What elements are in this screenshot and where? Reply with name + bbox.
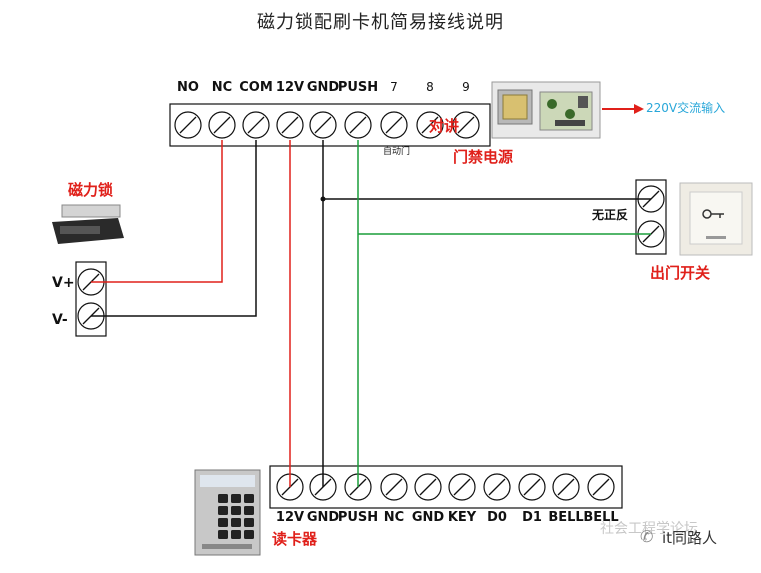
keypad-key: [244, 506, 254, 515]
screw-slot: [488, 478, 506, 496]
bottom-terminal-label: BELL: [583, 510, 619, 525]
watermark-bg: 社会工程学论坛: [600, 521, 698, 537]
bottom-terminal-label: KEY: [447, 510, 477, 525]
keypad-key: [244, 530, 254, 539]
screw-slot: [453, 478, 471, 496]
v-plus-label: V+: [52, 275, 75, 291]
exit-switch-label: 出门开关: [650, 264, 711, 282]
screw-slot: [523, 478, 541, 496]
screw-slot: [592, 478, 610, 496]
diagram-title: 磁力锁配刷卡机简易接线说明: [257, 12, 504, 33]
red-wire-nc-to-lock: [91, 140, 223, 283]
bottom-terminal-label: GND: [306, 510, 340, 525]
card-reader-label: 读卡器: [272, 530, 318, 548]
top-terminal-label: 8: [426, 80, 434, 94]
top-terminal-label: 12V: [275, 80, 305, 95]
keypad-key: [218, 494, 228, 503]
keypad-key: [231, 518, 241, 527]
mag-lock-label: 磁力锁: [68, 181, 114, 199]
keypad-key: [244, 518, 254, 527]
screw-slot: [557, 478, 575, 496]
black-wire-com-to-lock: [91, 140, 257, 317]
auto-door-label: 自动门: [383, 147, 411, 157]
keypad-key: [218, 530, 228, 539]
screw-slot: [421, 116, 439, 134]
bottom-terminal-label: 12V: [275, 510, 305, 525]
intercom-label: 对讲: [429, 117, 460, 135]
screw-slot: [213, 116, 231, 134]
screw-slot: [179, 116, 197, 134]
keypad-key: [231, 530, 241, 539]
screw-slot: [385, 116, 403, 134]
screw-slot: [349, 116, 367, 134]
top-terminal-label: PUSH: [337, 80, 379, 95]
keypad-key: [244, 494, 254, 503]
screw-slot: [247, 116, 265, 134]
power-supply-label: 门禁电源: [453, 148, 514, 166]
keypad-key: [231, 506, 241, 515]
watermark-icon: ✆: [640, 527, 654, 546]
exit-button-image: [679, 182, 753, 256]
ac-arrow-head: [634, 104, 644, 114]
bottom-terminal-label: D0: [487, 510, 507, 525]
keypad-key: [218, 518, 228, 527]
v-minus-label: V-: [52, 312, 68, 328]
keypad-key: [231, 494, 241, 503]
screw-slot: [281, 116, 299, 134]
screw-slot: [419, 478, 437, 496]
top-terminal-label: NC: [211, 80, 233, 95]
no-polarity-label: 无正反: [592, 208, 629, 222]
screw-slot: [457, 116, 475, 134]
bottom-terminal-label: NC: [383, 510, 405, 525]
power-supply-board: [491, 81, 601, 139]
bottom-terminal-label: D1: [522, 510, 542, 525]
screw-slot: [314, 116, 332, 134]
top-terminal-label: NO: [177, 80, 199, 95]
ac-input-label: 220V交流输入: [646, 101, 726, 115]
keypad-key: [218, 506, 228, 515]
top-terminal-label: 7: [390, 80, 398, 94]
top-terminal-label: COM: [239, 80, 273, 95]
bottom-terminal-label: GND: [411, 510, 445, 525]
junction-dot: [320, 196, 326, 202]
bottom-terminal-label: BELL: [548, 510, 584, 525]
top-terminal-label: GND: [306, 80, 340, 95]
bottom-terminal-label: PUSH: [337, 510, 379, 525]
card-reader-image: [194, 469, 261, 556]
top-screw-row: [174, 111, 480, 139]
mag-lock-image: [52, 204, 124, 244]
screw-slot: [385, 478, 403, 496]
top-terminal-label: 9: [462, 80, 470, 94]
watermark-text: it同路人: [662, 529, 718, 547]
